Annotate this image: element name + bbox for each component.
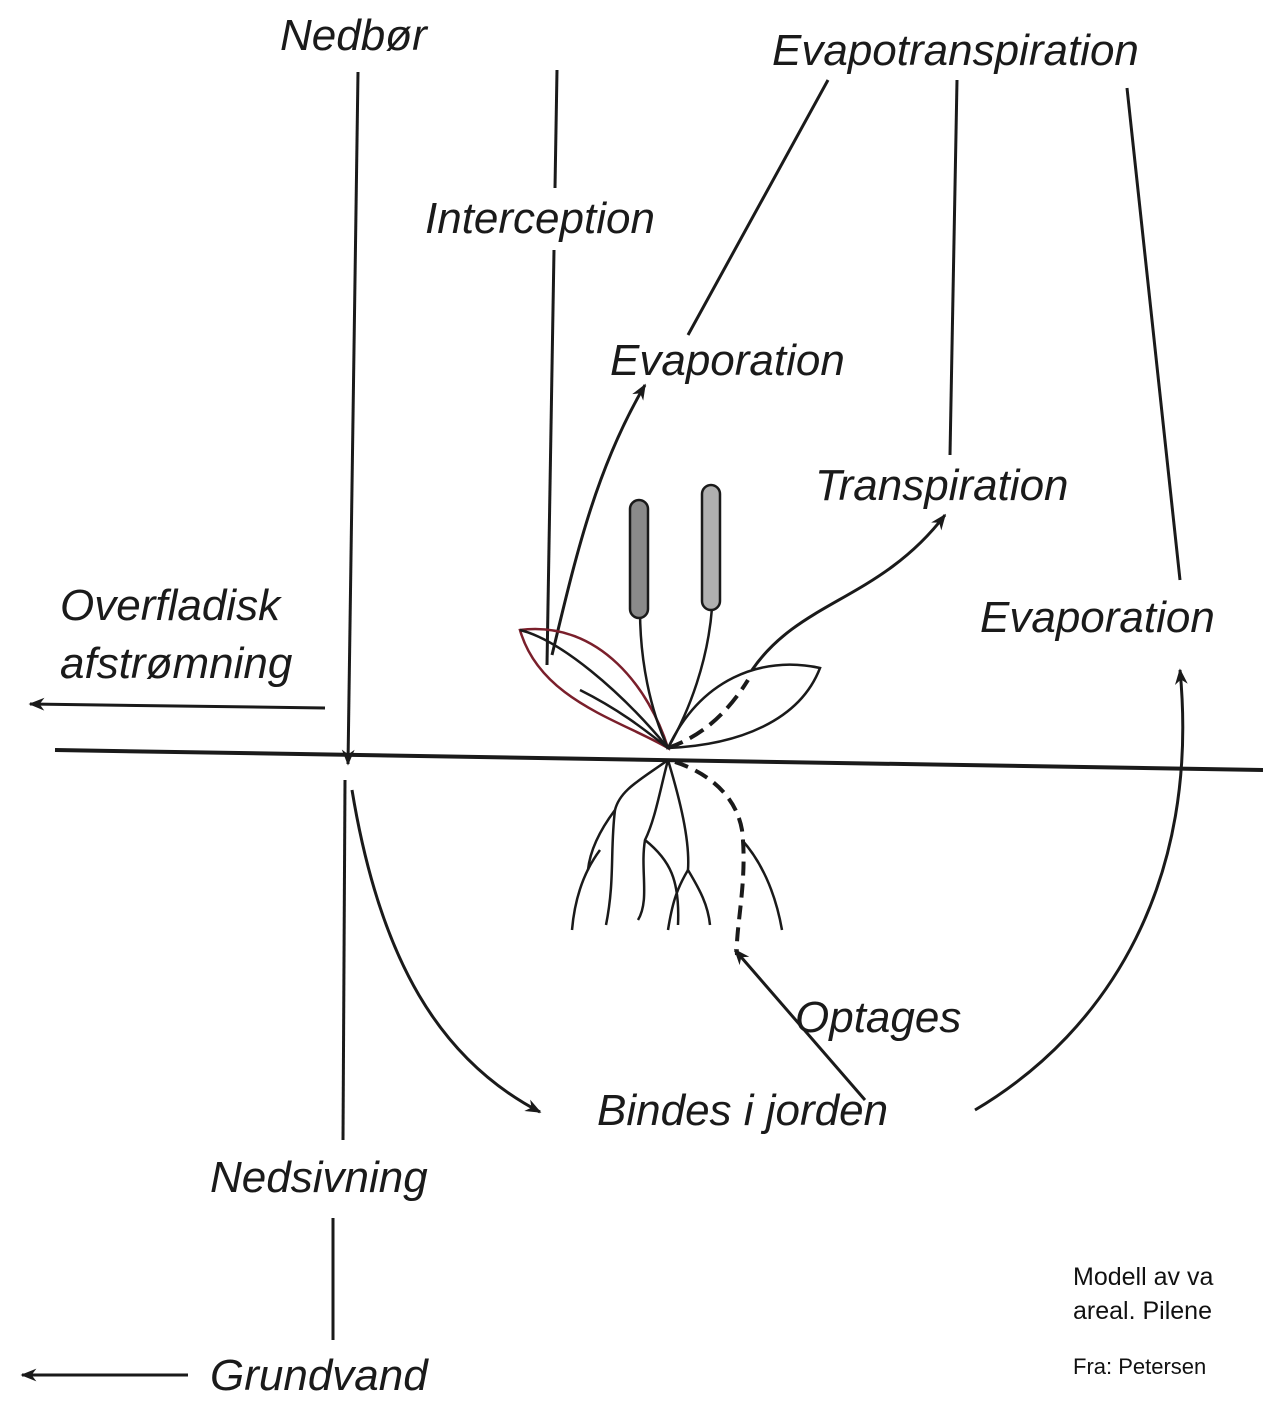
plant-illustration bbox=[520, 485, 820, 955]
label-grundvand: Grundvand bbox=[210, 1351, 429, 1400]
label-overfladisk-2: afstrømning bbox=[60, 639, 293, 688]
label-evaporation-right: Evaporation bbox=[980, 593, 1215, 642]
label-overfladisk-1: Overfladisk bbox=[60, 581, 282, 630]
interception-line-upper bbox=[555, 70, 557, 188]
water-uptake-dashed bbox=[675, 762, 744, 955]
evapotranspiration-line-right bbox=[1127, 88, 1180, 580]
label-evapotranspiration: Evapotranspiration bbox=[772, 26, 1139, 75]
label-nedsivning: Nedsivning bbox=[210, 1153, 428, 1202]
evaporation-right-arrow bbox=[975, 670, 1183, 1110]
plant-spike-2 bbox=[702, 485, 720, 610]
label-evaporation-top: Evaporation bbox=[610, 336, 845, 385]
caption-line-1: Modell av va bbox=[1073, 1260, 1213, 1294]
label-interception: Interception bbox=[425, 194, 655, 243]
overfladisk-arrow bbox=[30, 704, 325, 708]
transpiration-arrow bbox=[752, 515, 945, 670]
plant-stem-2 bbox=[668, 608, 712, 748]
caption-source: Fra: Petersen bbox=[1073, 1350, 1206, 1384]
evapotranspiration-line-mid bbox=[950, 80, 957, 455]
nedsivning-line-upper bbox=[343, 780, 345, 1140]
interception-line-lower bbox=[547, 250, 554, 665]
label-nedbor: Nedbør bbox=[280, 11, 429, 60]
label-bindes: Bindes i jorden bbox=[597, 1086, 888, 1135]
nedbor-line bbox=[348, 72, 358, 764]
infiltration-arrow bbox=[352, 790, 540, 1112]
plant-roots bbox=[588, 760, 668, 870]
plant-stem-1 bbox=[640, 610, 668, 748]
caption-line-2: areal. Pilene bbox=[1073, 1294, 1212, 1328]
evapotranspiration-line-left bbox=[688, 80, 828, 335]
label-transpiration: Transpiration bbox=[815, 461, 1069, 510]
plant-spike-1 bbox=[630, 500, 648, 618]
label-optages: Optages bbox=[795, 993, 961, 1042]
